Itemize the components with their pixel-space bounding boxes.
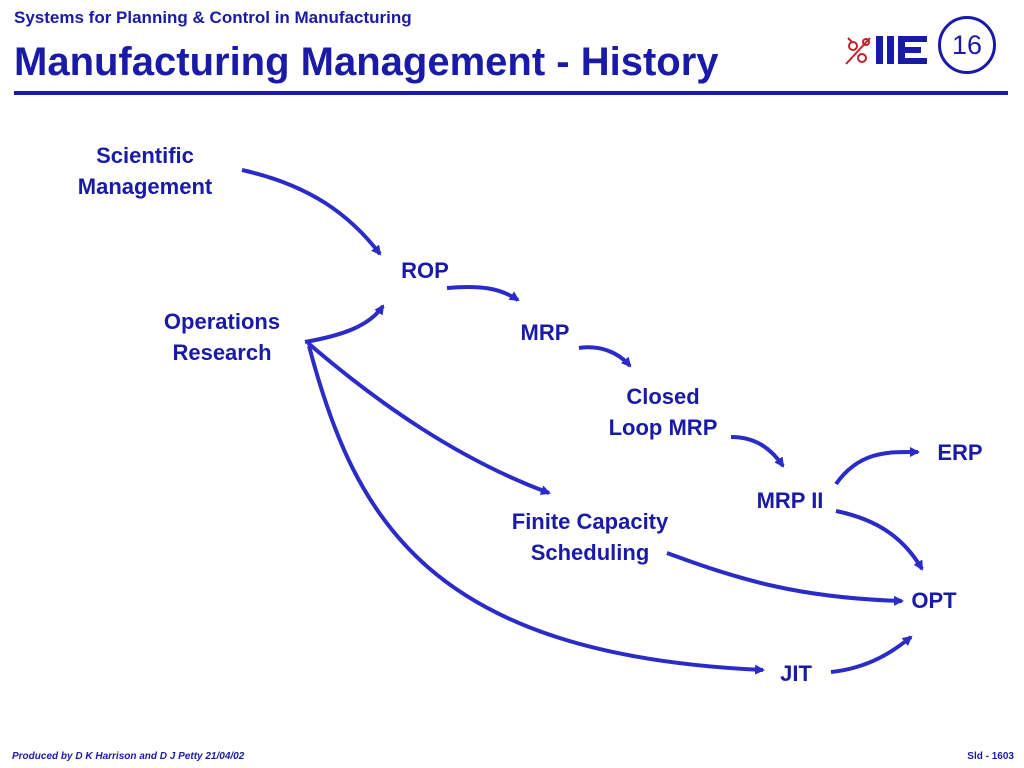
node-label-line: Loop MRP (608, 415, 718, 440)
node-operations-research: Operations Research (164, 306, 280, 368)
arrow-closedloop-to-mrpii (730, 435, 785, 468)
arrow-fcs-to-opt (666, 551, 904, 606)
node-erp: ERP (937, 440, 983, 465)
arrow-rop-to-mrp (446, 284, 520, 302)
node-label-line: Closed (626, 384, 700, 409)
node-jit: JIT (780, 661, 812, 686)
arrow-mrp-to-closedloop (578, 345, 632, 368)
node-label-line: Operations (163, 309, 281, 334)
node-rop: ROP (401, 258, 449, 283)
node-scientific-management: Scientific Management (78, 140, 212, 202)
node-label-line: Scientific (96, 143, 194, 168)
arrow-mrpii-to-opt (835, 509, 924, 571)
iie-logo (845, 36, 927, 65)
node-mrp: MRP (520, 320, 570, 345)
node-label-line: Research (172, 340, 272, 365)
footer-credit: Produced by D K Harrison and D J Petty 2… (12, 751, 245, 762)
node-opt: OPT (911, 588, 957, 613)
slide-number-badge: 16 (938, 16, 996, 74)
arrow-or-to-rop (304, 304, 385, 344)
footer-slide-id: Sld - 1603 (967, 751, 1014, 762)
arrow-scientific-to-rop (241, 168, 382, 256)
arrow-or-to-fcs (306, 341, 551, 495)
node-mrp-ii: MRP II (756, 488, 824, 513)
arrow-mrpii-to-erp (834, 446, 920, 486)
node-label-line: Scheduling (530, 540, 650, 565)
iie-letters-icon (876, 36, 927, 64)
arrow-jit-to-opt (830, 635, 913, 674)
node-closed-loop-mrp: Closed Loop MRP (609, 381, 718, 443)
course-subtitle: Systems for Planning & Control in Manufa… (14, 8, 412, 27)
gear-emblem-icon (845, 37, 871, 65)
slide-title: Manufacturing Management - History (14, 40, 719, 84)
node-label-line: Finite Capacity (511, 509, 669, 534)
arrow-or-to-jit (307, 345, 765, 675)
node-label-line: Management (77, 174, 213, 199)
title-divider (14, 91, 1008, 95)
node-finite-capacity-scheduling: Finite Capacity Scheduling (512, 506, 668, 568)
